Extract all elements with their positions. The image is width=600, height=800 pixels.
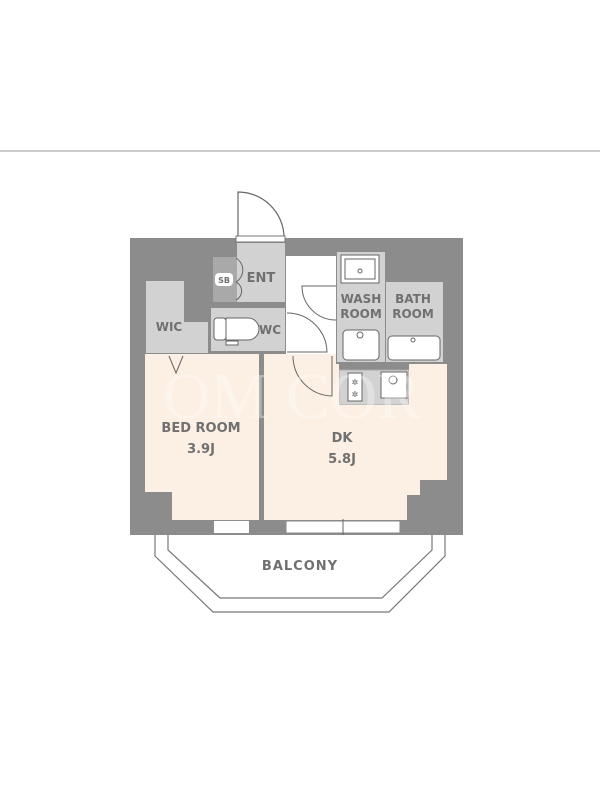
wc-door-icon	[286, 312, 328, 353]
svg-text:✲: ✲	[352, 378, 359, 387]
entrance-door-icon	[235, 191, 286, 243]
balcony-label: BALCONY	[262, 559, 338, 574]
balcony-outline	[154, 535, 446, 613]
wash-room-label-2: ROOM	[340, 307, 382, 321]
bath-room-label-1: BATH	[395, 292, 431, 306]
wic-door-icon	[168, 355, 184, 375]
entrance-area	[237, 243, 285, 302]
bedroom-window	[214, 521, 249, 533]
svg-text:✲: ✲	[352, 390, 359, 399]
toilet-icon	[213, 317, 260, 346]
dk-area	[264, 354, 447, 520]
kitchen-sink-icon	[380, 371, 408, 399]
washing-machine-icon	[340, 254, 380, 284]
wash-basin-icon	[342, 329, 380, 361]
wash-door-icon	[301, 285, 337, 321]
bedroom-area	[145, 354, 259, 520]
bath-room-label-2: ROOM	[392, 307, 434, 321]
wic-area	[146, 281, 184, 353]
bedroom-size: 3.9J	[187, 442, 215, 457]
sb-badge	[215, 273, 233, 286]
dk-door-icon	[292, 355, 333, 397]
wc-label: WC	[259, 323, 281, 337]
watermark: OM COR	[163, 360, 422, 433]
dk-window	[285, 519, 401, 535]
dk-label: DK	[332, 431, 354, 446]
wash-room-label-1: WASH	[341, 292, 382, 306]
wic-label: WIC	[156, 320, 183, 334]
sb-label: SB	[218, 276, 230, 285]
bedroom-label: BED ROOM	[161, 421, 240, 436]
dk-size: 5.8J	[328, 452, 356, 467]
shoe-box-door-icon	[235, 257, 244, 301]
bathtub-icon	[387, 335, 441, 361]
hallway	[286, 256, 336, 356]
stove-icon: ✲✲	[347, 372, 363, 402]
ent-label: ENT	[247, 271, 276, 286]
